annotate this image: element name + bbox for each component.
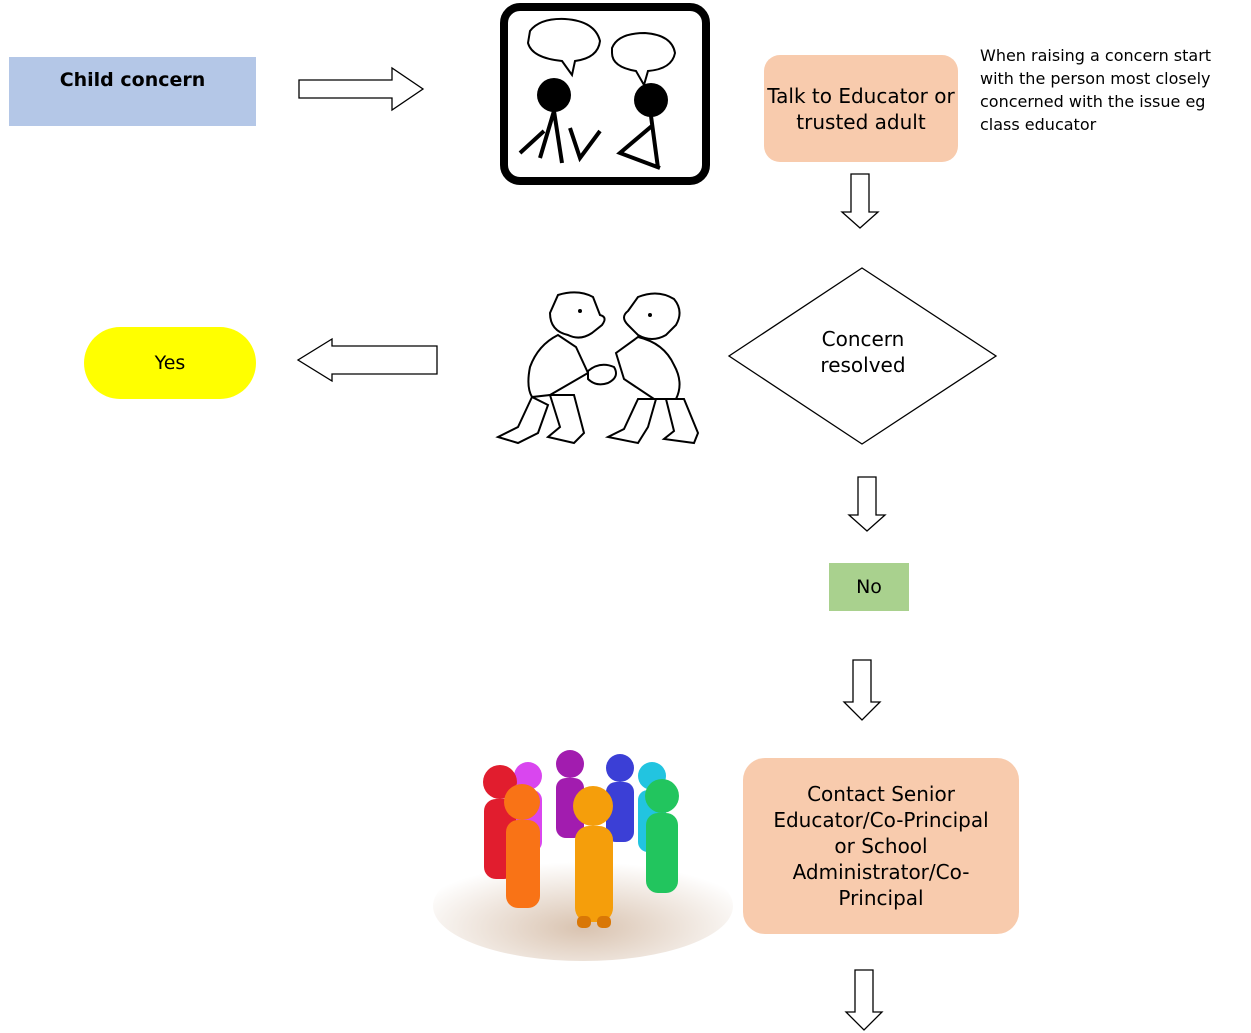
arrow-right-1: [298, 66, 425, 112]
guidance-note: When raising a concern start with the pe…: [980, 46, 1212, 134]
concern-resolved-diamond: [727, 267, 998, 445]
talk-to-educator-box: Talk to Educator or trusted adult: [764, 55, 958, 162]
yes-box: Yes: [84, 327, 256, 399]
arrow-down-4: [844, 969, 884, 1031]
arrow-down-1: [840, 173, 880, 229]
child-concern-label: Child concern: [59, 69, 206, 91]
arrow-left-yes: [296, 337, 438, 383]
talking-people-icon: [500, 3, 710, 185]
arrow-down-2: [847, 476, 887, 532]
colorful-people-group-image: [430, 746, 736, 968]
arrow-down-3: [842, 659, 882, 721]
yes-label: Yes: [154, 352, 186, 374]
handshake-people-icon: [495, 291, 700, 445]
child-concern-box: Child concern: [9, 57, 256, 126]
no-label: No: [856, 576, 882, 598]
no-box: No: [829, 563, 909, 611]
contact-senior-educator-box: Contact Senior Educator/Co-Principal or …: [743, 758, 1019, 934]
contact-senior-educator-label: Contact Senior Educator/Co-Principal or …: [773, 782, 989, 910]
concern-resolved-label: Concern resolved: [820, 327, 906, 377]
talk-to-educator-label: Talk to Educator or trusted adult: [767, 83, 955, 134]
